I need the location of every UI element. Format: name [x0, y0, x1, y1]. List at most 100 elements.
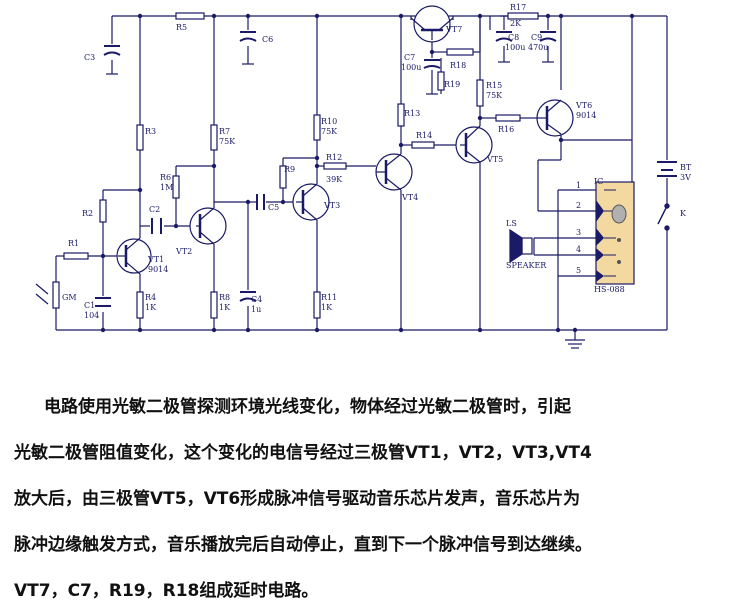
ic-pin-4: 4 — [576, 245, 581, 254]
resistor-r11 — [313, 291, 321, 319]
capacitor-c2 — [151, 218, 162, 234]
resistor-r3 — [136, 124, 144, 151]
resistor-r15 — [476, 79, 484, 107]
junction-dots — [100, 13, 635, 333]
label-bt: BT — [680, 163, 692, 172]
resistor-r18 — [446, 48, 474, 56]
description-text: 电路使用光敏二极管探测环境光线变化，物体经过光敏二极管时，引起 光敏二极管阻值变… — [0, 384, 750, 614]
label-gm: GM — [62, 293, 77, 302]
wires — [55, 15, 668, 349]
switch-k — [657, 203, 670, 231]
caption-line-4: 脉冲边缘触发方式，音乐播放完后自动停止，直到下一个脉冲信号到达继续。 — [14, 535, 592, 555]
capacitor-c1 — [95, 297, 111, 307]
label-c1: C1 — [84, 301, 95, 310]
resistor-r13 — [397, 103, 405, 127]
label-k: K — [680, 209, 687, 218]
transistor-vt1 — [116, 237, 152, 275]
label-r14: R14 — [416, 131, 432, 140]
capacitor-c4 — [239, 291, 257, 302]
ic-pin-3: 3 — [576, 228, 581, 237]
value-r4: 1K — [145, 303, 157, 312]
transistor-vt3 — [292, 183, 330, 221]
label-r13: R13 — [404, 109, 420, 118]
label-vt7: VT7 — [445, 25, 462, 34]
label-vt2: VT2 — [175, 247, 192, 256]
transistor-vt4 — [375, 153, 413, 191]
label-vt1: VT1 — [147, 255, 164, 264]
label-r19: R19 — [444, 80, 460, 89]
label-c7: C7 — [404, 53, 415, 62]
value-ls: SPEAKER — [506, 261, 547, 270]
transistors — [116, 5, 574, 275]
resistor-r4 — [136, 291, 144, 319]
resistor-r9 — [279, 165, 287, 189]
ic-pin-2: 2 — [576, 201, 581, 210]
ic-pin-1: 1 — [576, 181, 581, 190]
speaker-ls — [509, 228, 533, 264]
value-r12: 39K — [326, 175, 343, 184]
label-c8: C8 — [508, 33, 519, 42]
transistor-vt2 — [189, 207, 227, 245]
label-c2: C2 — [149, 205, 160, 214]
ic-hs088 — [595, 181, 635, 285]
label-r6: R6 — [160, 173, 171, 182]
label-c5: C5 — [268, 203, 279, 212]
resistor-r6 — [172, 175, 180, 199]
resistor-r5 — [175, 12, 205, 20]
caption-line-5: VT7，C7，R19，R18组成延时电路。 — [14, 581, 319, 601]
label-r1: R1 — [68, 239, 79, 248]
value-r6: 1M — [160, 183, 173, 192]
value-r17: 2K — [510, 19, 522, 28]
capacitor-c3 — [103, 45, 121, 56]
label-r9: R9 — [284, 165, 295, 174]
label-r18: R18 — [450, 61, 466, 70]
value-c1: 104 — [84, 311, 99, 320]
resistor-r8 — [210, 291, 218, 319]
label-r12: R12 — [326, 153, 342, 162]
label-r5: R5 — [176, 23, 187, 32]
capacitor-c6 — [239, 31, 257, 42]
resistor-r14 — [411, 141, 435, 149]
value-r7: 75K — [219, 137, 236, 146]
resistor-r16 — [495, 114, 521, 122]
value-c4: 1u — [251, 305, 261, 314]
value-bt: 3V — [680, 173, 691, 182]
caption-line-1: 电路使用光敏二极管探测环境光线变化，物体经过光敏二极管时，引起 — [44, 397, 571, 417]
transistor-vt5 — [455, 125, 493, 164]
photodiode-gm — [52, 281, 60, 309]
component-labels: C3 R5 C6 R3 R2 R1 GM C1 104 VT1 9014 R4 … — [62, 3, 692, 320]
capacitor-c9 — [539, 31, 557, 42]
capacitor-c8 — [495, 31, 513, 42]
resistor-r17 — [507, 12, 539, 20]
caption-line-3: 放大后，由三极管VT5，VT6形成脉冲信号驱动音乐芯片发声，音乐芯片为 — [14, 489, 581, 509]
label-r16: R16 — [498, 125, 514, 134]
resistors — [52, 12, 539, 319]
label-r15: R15 — [486, 81, 502, 90]
label-ls: LS — [506, 219, 517, 228]
label-r17: R17 — [510, 3, 526, 12]
transistor-vt7 — [410, 5, 454, 43]
label-r2: R2 — [82, 209, 93, 218]
label-ic: IC — [594, 177, 603, 186]
capacitor-c7 — [423, 59, 441, 69]
label-r4: R4 — [145, 293, 156, 302]
label-r11: R11 — [321, 293, 337, 302]
label-r7: R7 — [219, 127, 230, 136]
resistor-r2 — [99, 199, 107, 223]
value-c7: 100u — [401, 63, 421, 72]
ic-pin-5: 5 — [576, 266, 581, 275]
resistor-r10 — [313, 114, 321, 141]
capacitors — [95, 31, 557, 307]
value-c8: 100u — [505, 43, 525, 52]
battery-bt — [657, 161, 677, 177]
resistor-r1 — [63, 252, 89, 260]
value-r15: 75K — [486, 91, 503, 100]
caption-line-2: 光敏二极管阻值变化，这个变化的电信号经过三极管VT1，VT2，VT3,VT4 — [14, 443, 592, 463]
label-r10: R10 — [321, 117, 337, 126]
resistor-r7 — [210, 124, 218, 151]
label-r3: R3 — [145, 127, 156, 136]
transistor-vt6 — [536, 99, 574, 137]
resistor-r19 — [437, 71, 445, 91]
light-arrows-icon — [35, 283, 49, 305]
label-vt4: VT4 — [401, 193, 418, 202]
